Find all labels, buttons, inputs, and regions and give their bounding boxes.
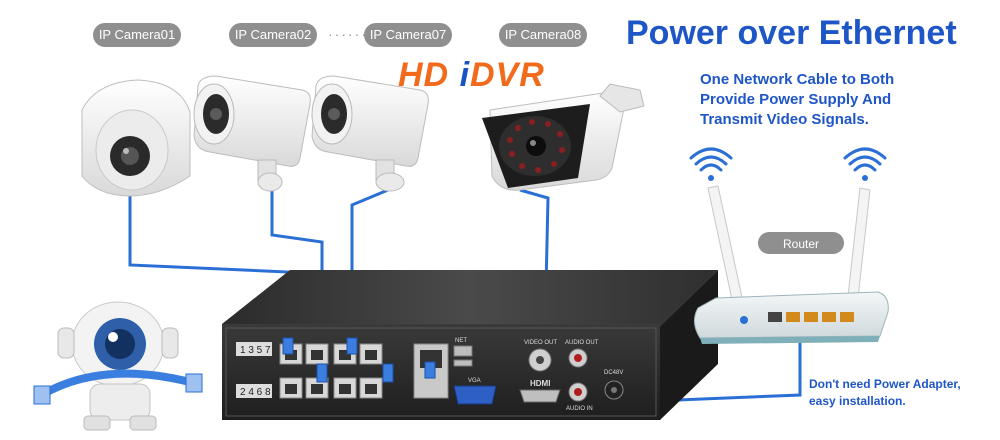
net-label: NET (455, 338, 467, 344)
nvr-face-labels: NET VIDEO OUT AUDIO OUT VGA HDMI AUDIO I… (455, 338, 623, 412)
subtitle: One Network Cable to Both Provide Power … (700, 70, 1000, 130)
dc-label: DC48V (604, 370, 623, 376)
audio-out-label: AUDIO OUT (565, 340, 599, 346)
dome-camera-icon (81, 79, 191, 197)
camera-label-07: IP Camera07 (364, 23, 452, 47)
camera-label-01: IP Camera01 (93, 23, 181, 47)
note-line-1: Don't need Power Adapter, (809, 377, 961, 391)
nvr-device (222, 270, 718, 420)
hdmi-label: HDMI (530, 379, 550, 388)
router-label: Router (783, 237, 819, 251)
robot-mascot-icon (33, 301, 203, 431)
brand-hd: HD (398, 56, 450, 94)
bullet-camera-icon (193, 75, 311, 192)
port-numbers-bottom: 2 4 6 8 (240, 387, 271, 398)
audio-in-label: AUDIO IN (566, 406, 593, 412)
headline: Power over Ethernet (626, 14, 957, 52)
ir-bullet-camera-icon (482, 83, 645, 191)
installation-note: Don't need Power Adapter, easy installat… (809, 376, 961, 410)
bullet-camera-icon (311, 75, 429, 192)
router-device (694, 185, 889, 344)
nvr-labels: 1 3 5 7 2 4 6 8 (240, 345, 271, 398)
subtitle-line-1: One Network Cable to Both (700, 71, 895, 88)
brand-dvr: DVR (470, 56, 545, 94)
router-label-pill (758, 232, 844, 254)
vga-label: VGA (468, 378, 481, 384)
port-numbers-top: 1 3 5 7 (240, 345, 271, 356)
note-line-2: easy installation. (809, 394, 906, 408)
camera-label-08: IP Camera08 (499, 23, 587, 47)
brand-i: i (459, 56, 471, 94)
subtitle-line-3: Transmit Video Signals. (700, 111, 869, 128)
hd-idvr-logo: HD iDVR (398, 56, 545, 95)
wifi-icon (843, 147, 887, 181)
video-out-label: VIDEO OUT (524, 340, 557, 346)
wifi-icon (689, 147, 733, 181)
camera-label-02: IP Camera02 (229, 23, 317, 47)
subtitle-line-2: Provide Power Supply And (700, 91, 892, 108)
